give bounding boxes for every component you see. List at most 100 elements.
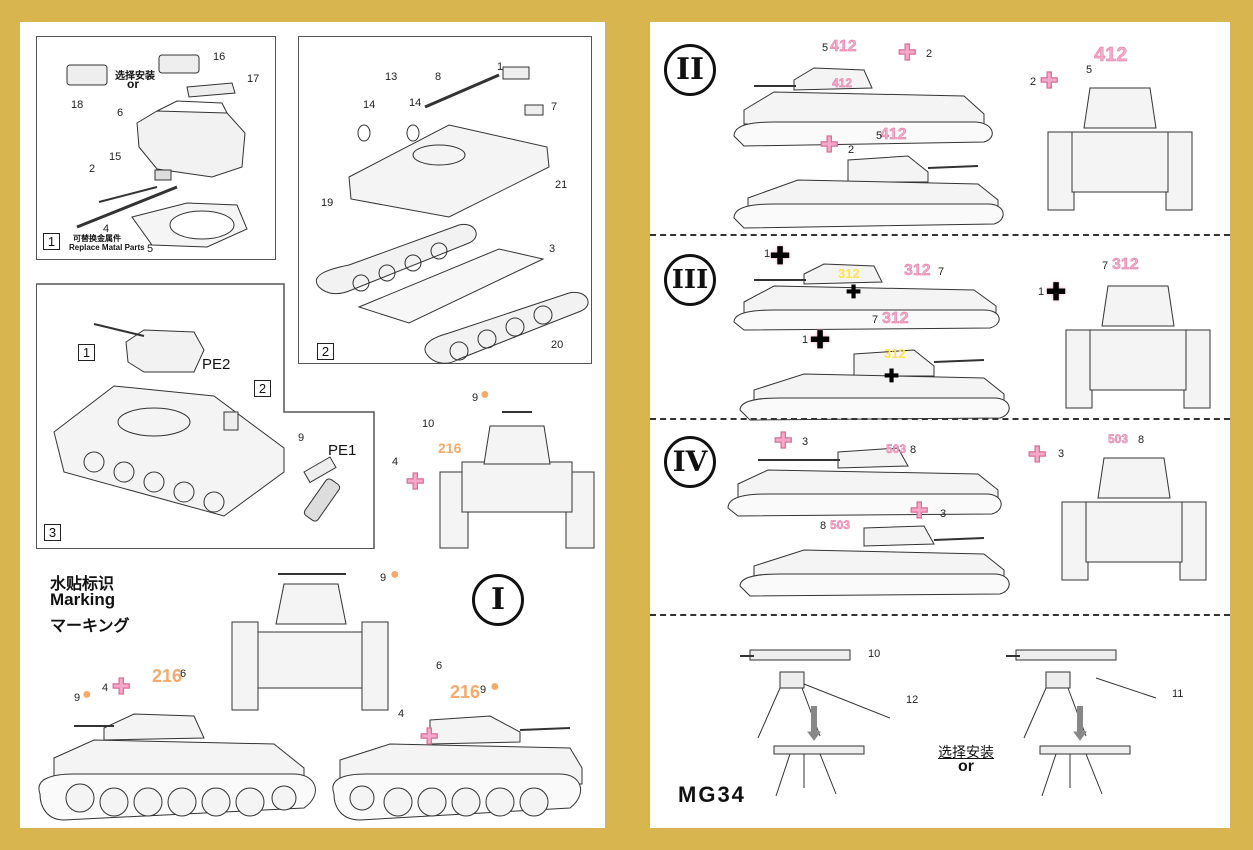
cross-mark-icon: ✚ — [1028, 442, 1047, 467]
tank-number-503-b: 503 — [830, 518, 851, 532]
label-8a: 8 — [910, 444, 917, 456]
label-9b: 9 — [380, 572, 387, 584]
part-1: 1 — [497, 61, 504, 73]
marking-title-en: Marking — [50, 590, 116, 609]
cross-mark-icon: ✚ — [774, 428, 793, 453]
part-20: 20 — [551, 339, 564, 351]
tank-number-412-d: 412 — [1094, 44, 1128, 66]
part-3: 3 — [549, 243, 556, 255]
part-15: 15 — [109, 151, 122, 163]
cross-mark-icon: ✚ — [898, 40, 917, 65]
step-2-number: 2 — [317, 343, 334, 360]
section-divider — [650, 418, 1230, 420]
label-3a: 3 — [802, 436, 809, 448]
scheme-III-badge: III — [664, 254, 716, 306]
cross-mark-icon: ✚ — [820, 132, 839, 157]
circle-mark-icon: ● — [82, 686, 92, 703]
part-9: 9 — [298, 432, 305, 444]
label-2a: 2 — [926, 48, 933, 60]
part-21: 21 — [555, 179, 568, 191]
label-2c: 2 — [1030, 76, 1037, 88]
part-4: 4 — [103, 223, 110, 235]
circle-mark-icon: ● — [490, 678, 500, 695]
marking-title-jp: マーキング — [50, 618, 130, 635]
tank-number-312-d: 312 — [884, 346, 906, 361]
part-19: 19 — [321, 197, 334, 209]
tank-number-503-c: 503 — [1108, 432, 1129, 446]
label-4a: 4 — [392, 456, 399, 468]
balkenkreuz-icon: ✚ — [884, 366, 900, 386]
side-view-tank-III-bottom — [739, 349, 1010, 421]
front-view-tank-II — [1047, 87, 1193, 211]
cross-mark-icon: ✚ — [112, 674, 131, 699]
scheme-I-badge: I — [472, 574, 524, 626]
side-view-tank-I-right — [332, 715, 583, 821]
part-6: 6 — [117, 107, 124, 119]
option-cn: 选择安装 — [115, 71, 155, 82]
label-6b: 6 — [436, 660, 443, 672]
front-view-tank-2 — [231, 573, 389, 711]
scheme-IV-badge: IV — [664, 436, 716, 488]
circle-mark-icon: ● — [390, 566, 400, 583]
label-3c: 3 — [1058, 448, 1065, 460]
mg34-assembly-drawing-left — [740, 649, 891, 797]
tank-number-312-b: 312 — [838, 266, 860, 281]
part-14b: 14 — [409, 97, 422, 109]
cross-mark-icon: ✚ — [406, 469, 425, 494]
tank-number-312-c: 312 — [882, 310, 909, 327]
part-17: 17 — [247, 73, 260, 85]
balkenkreuz-icon: ✚ — [810, 327, 831, 354]
pe2-label: PE2 — [202, 356, 231, 373]
section-divider — [650, 614, 1230, 616]
label-9a: 9 — [472, 392, 479, 404]
label-4b: 4 — [102, 682, 109, 694]
marking-title-cn: 水贴标识 — [50, 576, 115, 593]
label-6a: 6 — [180, 668, 187, 680]
part-14a: 14 — [363, 99, 376, 111]
step-1-number: 1 — [43, 233, 60, 250]
tank-number-412-a: 412 — [830, 38, 857, 55]
part-13: 13 — [385, 71, 398, 83]
label-8c: 8 — [1138, 434, 1145, 446]
circle-mark-icon: ● — [480, 386, 490, 403]
pe1-label: PE1 — [328, 442, 357, 459]
side-view-tank-IV-bottom — [739, 525, 1010, 597]
side-view-tank-II-bottom — [733, 155, 1004, 229]
label-1a: 1 — [764, 248, 771, 260]
balkenkreuz-icon: ✚ — [1046, 279, 1067, 306]
step-1-panel: 16 17 18 6 15 2 4 5 选择安装 or 可替换金属件 Repla… — [36, 36, 276, 260]
section-divider — [650, 234, 1230, 236]
step-3-panel — [36, 284, 374, 549]
part-2: 2 — [89, 163, 96, 175]
part-8: 8 — [435, 71, 442, 83]
option-or: or — [127, 77, 139, 91]
label-8b: 8 — [820, 520, 827, 532]
label-1c: 1 — [1038, 286, 1045, 298]
tank-number-216-a: 216 — [152, 666, 183, 686]
label-2b: 2 — [848, 144, 855, 156]
assembled-tank-drawing — [53, 323, 337, 517]
mg34-option-cn: 选择安装 — [938, 744, 994, 760]
replace-en: Replace Matal Parts — [69, 243, 145, 252]
mesh-part-drawing — [303, 478, 341, 522]
balkenkreuz-icon: ✚ — [770, 243, 791, 270]
label-9d: 9 — [480, 684, 487, 696]
hull-exploded-drawing — [316, 66, 589, 364]
side-view-tank-IV-top — [727, 447, 1002, 517]
mg34-part-12: 12 — [906, 694, 919, 706]
mg34-title: MG34 — [678, 782, 746, 807]
left-instruction-page: 16 17 18 6 15 2 4 5 选择安装 or 可替换金属件 Repla… — [20, 22, 605, 828]
cross-mark-icon: ✚ — [910, 498, 929, 523]
cross-mark-icon: ✚ — [1040, 68, 1059, 93]
part-5: 5 — [147, 243, 154, 255]
part-18: 18 — [71, 99, 84, 111]
replace-cn: 可替换金属件 — [73, 234, 121, 243]
label-3b: 3 — [940, 508, 947, 520]
label-1b: 1 — [802, 334, 809, 346]
side-view-tank-III-top — [733, 263, 1000, 331]
tank-number-503-a: 503 — [886, 442, 907, 456]
tank-number-312-a: 312 — [904, 262, 931, 279]
step-3-outline — [36, 283, 375, 549]
step-3-number: 3 — [44, 524, 61, 541]
right-marking-page: II 412 412 412 412 ✚ ✚ ✚ 5 2 5 2 5 2 III — [650, 22, 1230, 828]
